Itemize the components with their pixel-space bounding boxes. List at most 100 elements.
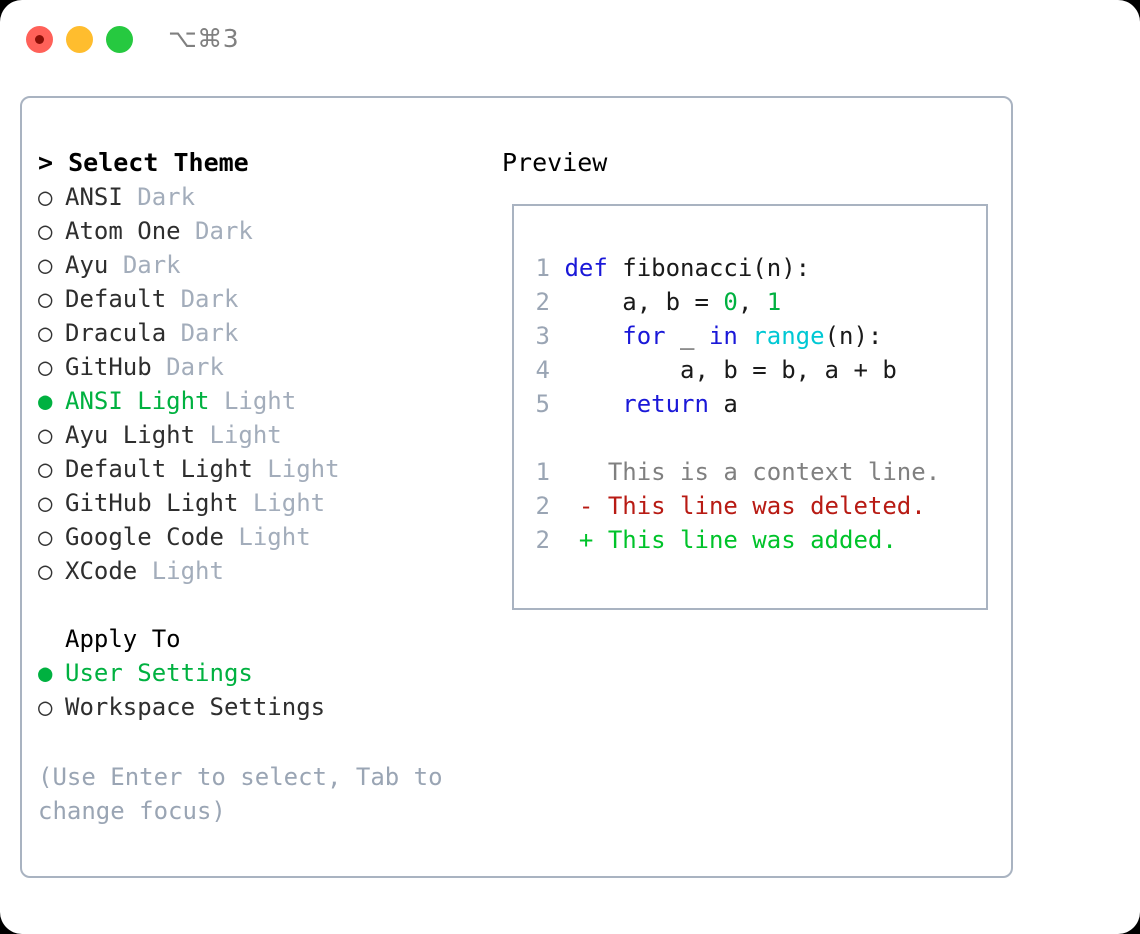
theme-option-label: GitHub Light (65, 489, 239, 517)
radio-unselected-icon: ○ (38, 319, 53, 347)
code-line: 1 def fibonacci(n): (526, 251, 976, 285)
gutter-space (550, 492, 579, 520)
label-separator (224, 523, 238, 551)
theme-option-list: ○ANSI Dark○Atom One Dark○Ayu Dark○Defaul… (38, 180, 498, 588)
preview-column: Preview 1 def fibonacci(n):2 a, b = 0, 1… (502, 146, 1002, 610)
radio-unselected-icon: ○ (38, 285, 53, 313)
close-button[interactable] (26, 26, 53, 53)
radio-unselected-icon: ○ (38, 421, 53, 449)
code-token: for (622, 322, 666, 350)
theme-option-atom-one[interactable]: ○Atom One Dark (38, 214, 498, 248)
code-token: _ (665, 322, 709, 350)
theme-option-kind: Light (223, 387, 297, 415)
theme-option-default-light[interactable]: ○Default Light Light (38, 452, 498, 486)
code-token: , (737, 288, 767, 316)
code-token (564, 390, 622, 418)
line-number: 2 (535, 288, 550, 316)
code-line: 5 return a (526, 387, 976, 421)
diff-marker: - (578, 492, 608, 520)
apply-to-option-user-settings[interactable]: ● User Settings (38, 656, 498, 690)
radio-selected-icon: ● (38, 659, 53, 687)
code-token: range (752, 322, 825, 350)
label-separator (238, 489, 252, 517)
gutter-space (550, 254, 564, 282)
gutter-space (550, 288, 564, 316)
gutter-space (550, 356, 564, 384)
theme-option-ayu[interactable]: ○Ayu Dark (38, 248, 498, 282)
theme-option-label: ANSI Light (65, 387, 210, 415)
gutter-space (550, 322, 564, 350)
theme-option-ansi-light[interactable]: ● ANSI Light Light (38, 384, 498, 418)
page-title: > Select Theme (38, 148, 249, 177)
diff-line-ctx: 1 This is a context line. (526, 455, 976, 489)
theme-option-label: XCode (65, 557, 138, 585)
radio-unselected-icon: ○ (38, 217, 53, 245)
apply-to-option-label: Workspace Settings (65, 693, 326, 721)
theme-option-github-light[interactable]: ○ GitHub Light Light (38, 486, 498, 520)
line-number: 3 (535, 322, 550, 350)
radio-unselected-icon: ○ (38, 183, 53, 211)
theme-option-label: Default (65, 285, 167, 313)
shortcut-label: ⌥⌘3 (168, 24, 240, 53)
code-token: 0 (723, 288, 738, 316)
theme-option-kind: Light (267, 455, 340, 483)
theme-option-xcode[interactable]: ○ XCode Light (38, 554, 498, 588)
code-line: 2 a, b = 0, 1 (526, 285, 976, 319)
code-blank-line (526, 421, 976, 455)
radio-selected-icon: ● (38, 387, 53, 415)
theme-option-kind: Light (238, 523, 311, 551)
code-token: return (622, 390, 709, 418)
label-separator (195, 421, 209, 449)
theme-option-kind: Dark (195, 217, 253, 245)
code-token (564, 322, 622, 350)
theme-option-ayu-light[interactable]: ○Ayu Light Light (38, 418, 498, 452)
theme-option-kind: Light (252, 489, 326, 517)
gutter-space (550, 526, 579, 554)
code-token: a, b = b, a + b (564, 356, 897, 384)
theme-option-default[interactable]: ○ Default Dark (38, 282, 498, 316)
radio-unselected-icon: ○ (38, 489, 53, 517)
theme-option-github[interactable]: ○ GitHub Dark (38, 350, 498, 384)
theme-option-kind: Dark (180, 319, 239, 347)
keyboard-hint: (Use Enter to select, Tab to change focu… (38, 763, 443, 825)
minimize-button[interactable] (66, 26, 93, 53)
theme-option-kind: Dark (122, 251, 181, 279)
theme-option-label: Ayu Light (65, 421, 196, 449)
theme-option-label: GitHub (65, 353, 152, 381)
diff-line-del: 2 - This line was deleted. (526, 489, 976, 523)
gutter-space (550, 390, 564, 418)
line-number: 5 (535, 390, 550, 418)
theme-option-dracula[interactable]: ○Dracula Dark (38, 316, 498, 350)
theme-list-column: > Select Theme ○ANSI Dark○Atom One Dark○… (38, 146, 498, 724)
radio-unselected-icon: ○ (38, 455, 53, 483)
theme-option-kind: Dark (166, 353, 224, 381)
theme-option-kind: Light (151, 557, 224, 585)
label-separator (152, 353, 166, 381)
theme-option-kind: Dark (137, 183, 196, 211)
apply-to-option-workspace-settings[interactable]: ○ Workspace Settings (38, 690, 498, 724)
maximize-button[interactable] (106, 26, 133, 53)
code-token: (n): (824, 322, 883, 350)
gutter-space (550, 458, 579, 486)
label-separator (181, 217, 195, 245)
code-line: 4 a, b = b, a + b (526, 353, 976, 387)
radio-unselected-icon: ○ (38, 353, 53, 381)
theme-option-ansi[interactable]: ○ANSI Dark (38, 180, 498, 214)
code-token: 1 (766, 288, 782, 316)
line-number: 1 (535, 254, 550, 282)
line-number: 4 (535, 356, 550, 384)
spacer (38, 588, 498, 622)
diff-marker: + (578, 526, 608, 554)
title-bar: ⌥⌘3 (0, 0, 1140, 78)
radio-unselected-icon: ○ (38, 557, 53, 585)
radio-unselected-icon: ○ (38, 693, 53, 721)
label-separator (166, 319, 180, 347)
theme-picker-panel: > Select Theme ○ANSI Dark○Atom One Dark○… (20, 96, 1013, 878)
theme-option-kind: Dark (180, 285, 239, 313)
preview-title: Preview (502, 148, 608, 177)
theme-option-google-code[interactable]: ○Google Code Light (38, 520, 498, 554)
apply-to-option-label: User Settings (65, 659, 253, 687)
